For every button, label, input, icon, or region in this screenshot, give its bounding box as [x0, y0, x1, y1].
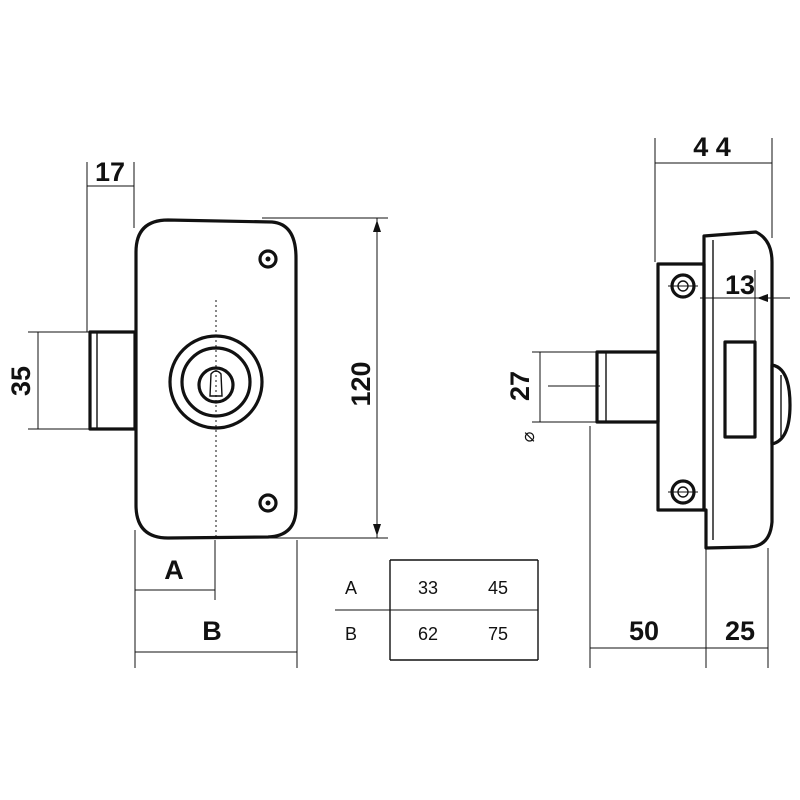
side-cylinder-knob: [770, 363, 792, 446]
size-table: A 33 45 B 62 75: [335, 559, 539, 661]
side-case-body: [702, 230, 774, 550]
dimension-25: 25: [706, 548, 769, 668]
dim-27-label: 27: [505, 371, 535, 401]
table-row-b-value-1: 62: [418, 624, 438, 644]
side-view: [548, 230, 792, 550]
side-bolt-slot: [723, 340, 757, 439]
lock-body: [134, 218, 298, 540]
dimension-B: B: [135, 540, 298, 668]
table-row-a-value-1: 33: [418, 578, 438, 598]
dim-17-label: 17: [95, 157, 125, 187]
dim-35-label: 35: [6, 366, 36, 396]
table-row-a-label: A: [345, 578, 357, 598]
table-row-b-value-2: 75: [488, 624, 508, 644]
dim-B-label: B: [202, 616, 222, 646]
screw-hole-bottom: [258, 493, 278, 513]
dimension-A: A: [134, 530, 216, 668]
dimension-17: 17: [86, 157, 135, 332]
dimension-13: 13: [700, 270, 790, 345]
dimension-44: 4 4: [654, 132, 773, 262]
front-view: [88, 218, 298, 540]
diameter-symbol-icon: ⌀: [518, 431, 538, 442]
dim-44-label: 4 4: [693, 132, 731, 162]
dim-13-label: 13: [725, 270, 755, 300]
dim-120-label: 120: [346, 361, 376, 406]
dimension-50: 50: [589, 426, 707, 668]
side-mount-plate: [656, 262, 706, 512]
table-row-a-value-2: 45: [488, 578, 508, 598]
keyhole-icon: [209, 370, 223, 397]
screw-hole-top: [258, 249, 278, 269]
table-row-b-label: B: [345, 624, 357, 644]
dimension-120: 120: [262, 217, 388, 539]
dim-25-label: 25: [725, 616, 755, 646]
dim-50-label: 50: [629, 616, 659, 646]
dim-A-label: A: [164, 555, 184, 585]
dimension-27: 27 ⌀: [505, 351, 600, 442]
dimension-35: 35: [6, 331, 92, 430]
